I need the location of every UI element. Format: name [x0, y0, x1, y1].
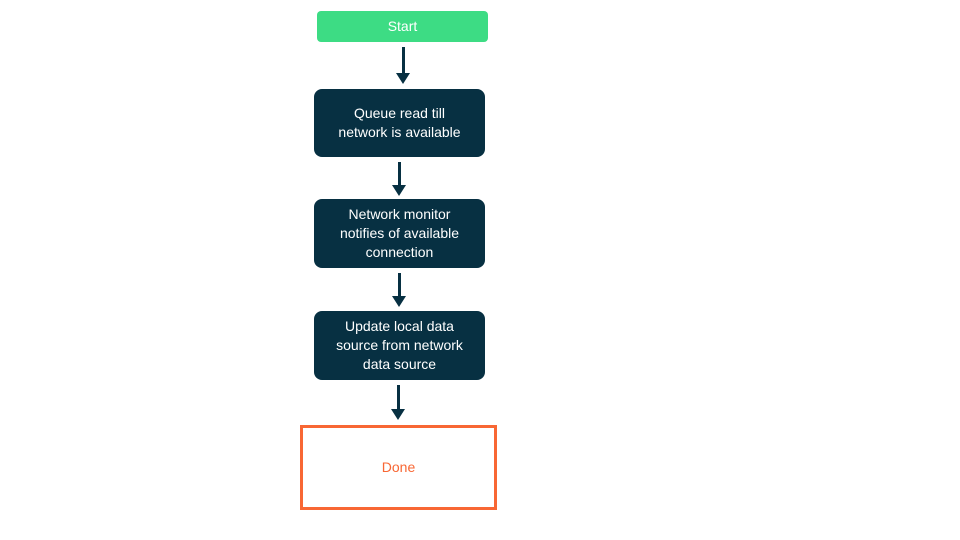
flow-node-done: Done	[300, 425, 497, 510]
down-arrow-connector	[391, 385, 405, 420]
flow-node-queue-read-label: Queue read till network is available	[338, 105, 461, 140]
flow-node-start: Start	[317, 11, 488, 42]
flow-node-network-monitor-label: Network monitor notifies of available co…	[339, 206, 460, 260]
flow-node-update-local-data-label: Update local data source from network da…	[336, 318, 463, 372]
down-arrow-connector	[392, 273, 406, 307]
flow-node-done-label: Done	[381, 459, 416, 475]
flow-node-queue-read: Queue read till network is available	[314, 89, 485, 157]
flow-node-update-local-data: Update local data source from network da…	[314, 311, 485, 380]
down-arrow-connector	[396, 47, 410, 84]
flow-node-network-monitor: Network monitor notifies of available co…	[314, 199, 485, 268]
flow-node-start-label: Start	[387, 18, 418, 34]
down-arrow-connector	[392, 162, 406, 196]
